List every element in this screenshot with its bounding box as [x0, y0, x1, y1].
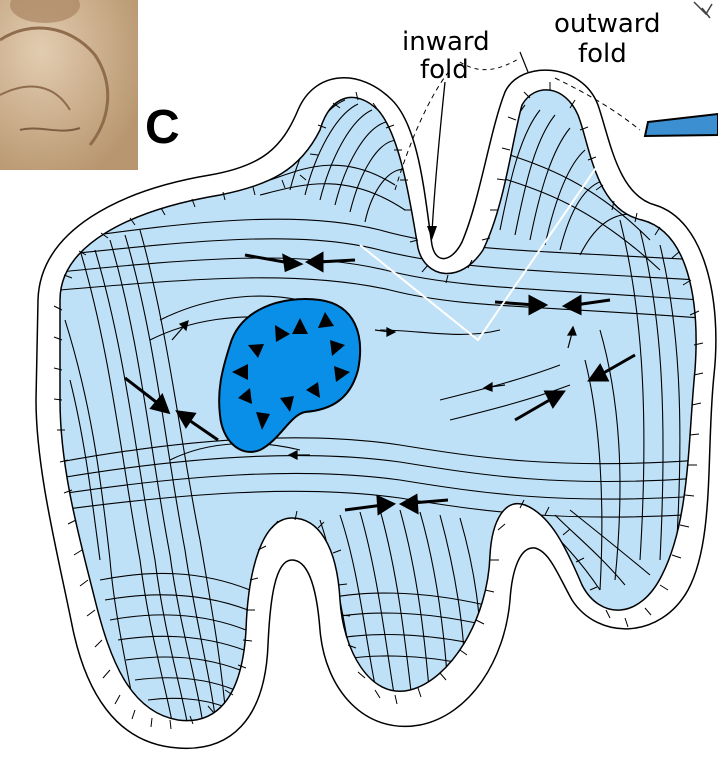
outward-fold-label-line2: fold: [578, 39, 627, 69]
inward-fold-pointer: [432, 82, 445, 232]
specimen-photo: [0, 0, 138, 170]
inward-fold-label-line1: inward: [402, 27, 490, 57]
panel-letter: C: [145, 101, 180, 154]
outward-fold-label-line1: outward: [554, 9, 661, 39]
inward-fold-label-line2: fold: [420, 55, 469, 85]
